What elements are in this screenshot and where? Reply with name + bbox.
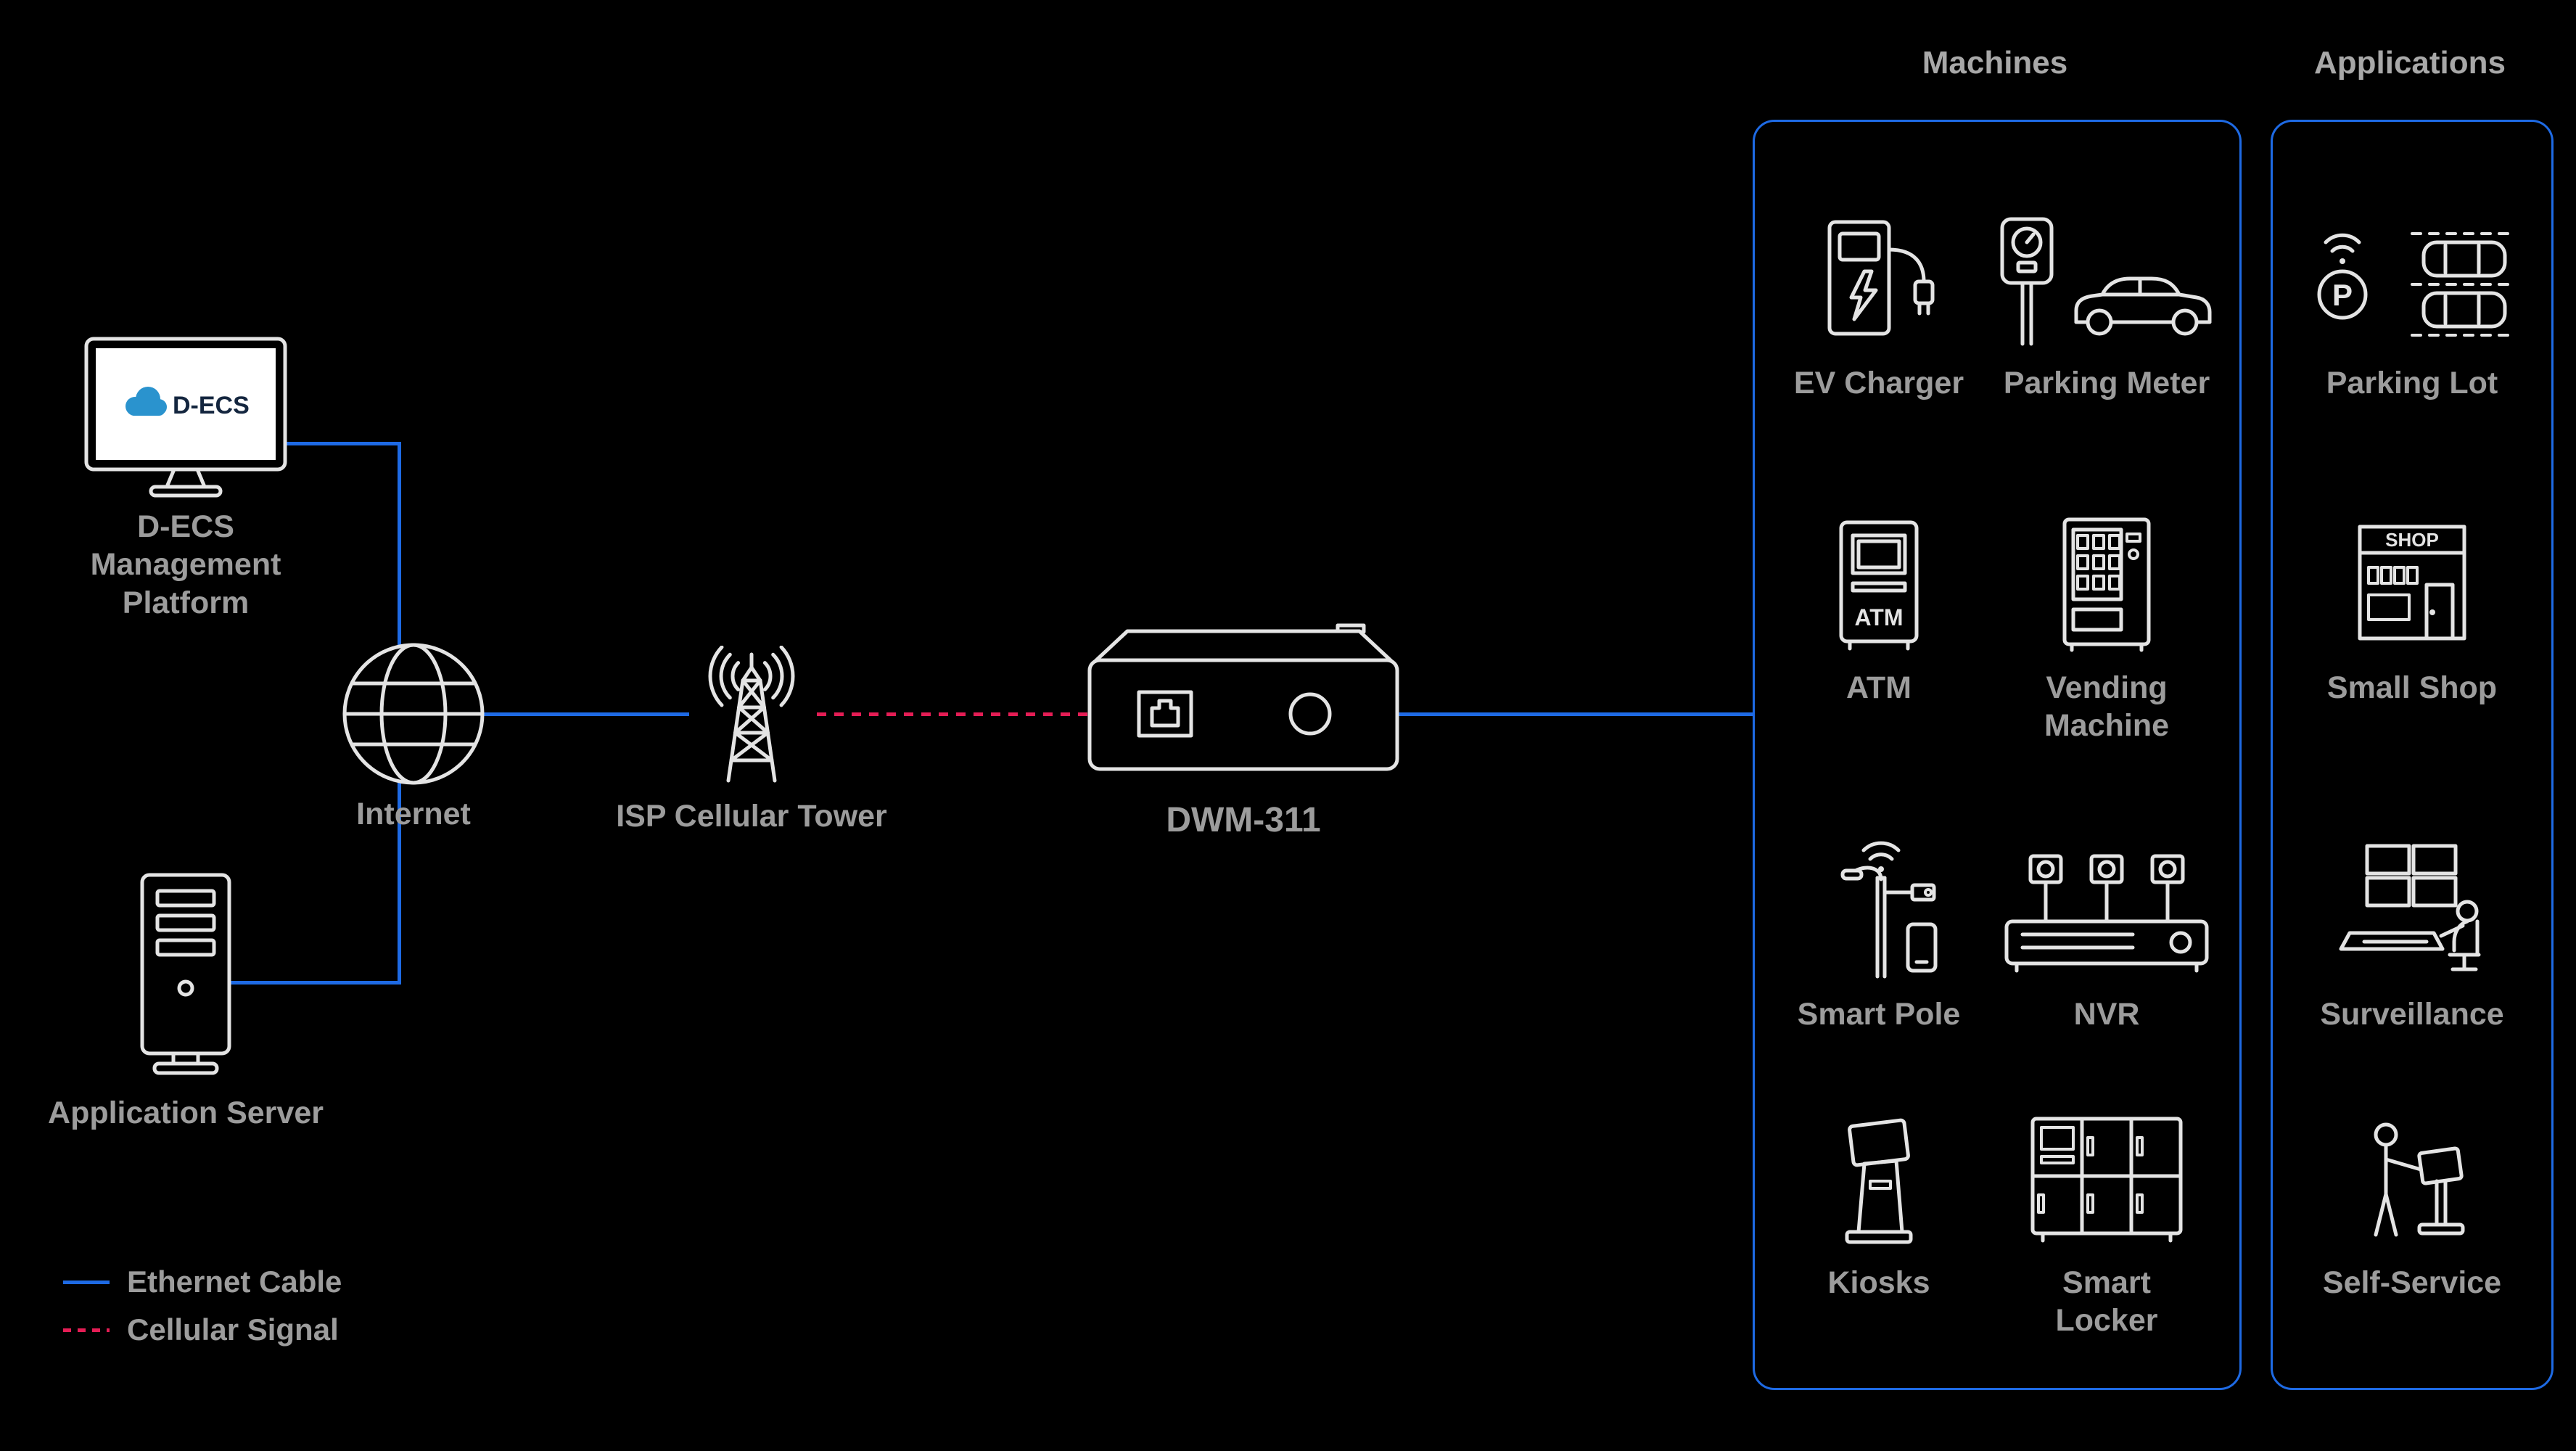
application-parking-lot: P Parking Lot <box>2281 198 2543 402</box>
machine-label: Smart Locker <box>2055 1265 2158 1339</box>
ethernet-line-monitor <box>285 442 401 445</box>
parking-lot-icon: P <box>2317 232 2518 337</box>
machine-atm: ATM ATM <box>1766 503 1991 707</box>
applications-group-title: Applications <box>2313 45 2506 81</box>
ethernet-line-dwm-machines <box>1397 712 1754 716</box>
small-shop-iconbox: SHOP <box>2340 503 2485 659</box>
nvr-iconbox <box>1991 829 2223 985</box>
application-surveillance: Surveillance <box>2281 829 2543 1033</box>
application-server-label: Application Server <box>48 1096 324 1130</box>
shop-sign-text: SHOP <box>2385 529 2439 551</box>
legend: Ethernet Cable Cellular Signal <box>63 1267 342 1362</box>
smart-locker-icon <box>2030 1117 2183 1243</box>
application-label: Surveillance <box>2320 997 2504 1032</box>
machine-label: ATM <box>1846 670 1912 705</box>
application-label: Parking Lot <box>2326 366 2498 400</box>
cellular-line-sample <box>63 1328 110 1332</box>
machines-group: EV Charger <box>1753 120 2242 1390</box>
dwm-311-node <box>1084 622 1403 778</box>
machine-label: NVR <box>2073 997 2140 1032</box>
machine-vending: Vending Machine <box>1987 503 2226 745</box>
machine-kiosks: Kiosks <box>1766 1098 1991 1302</box>
ethernet-line-sample <box>63 1280 110 1284</box>
decs-cloud-logo <box>125 387 167 416</box>
legend-ethernet-label: Ethernet Cable <box>127 1265 342 1299</box>
kiosk-icon <box>1845 1118 1913 1244</box>
internet-label: Internet <box>356 797 471 831</box>
ev-charger-iconbox <box>1806 198 1951 354</box>
application-label: Small Shop <box>2326 670 2498 705</box>
surveillance-icon <box>2339 844 2481 971</box>
machine-smart-locker: Smart Locker <box>1987 1098 2226 1340</box>
machine-nvr: NVR <box>1987 829 2226 1033</box>
machines-group-title: Machines <box>1922 45 2068 81</box>
decs-logo-text: D-ECS <box>173 392 250 419</box>
machine-ev-charger: EV Charger <box>1766 198 1991 402</box>
ethernet-line-server <box>229 981 401 985</box>
machine-parking-meter: Parking Meter <box>1987 198 2226 402</box>
ev-charger-icon <box>1827 220 1935 336</box>
application-label: Self-Service <box>2322 1265 2502 1300</box>
applications-group: P Parking Lot SHOP <box>2271 120 2554 1390</box>
machine-label: Parking Meter <box>2003 366 2210 400</box>
dwm-311-label: DWM-311 <box>1166 801 1321 839</box>
globe-icon <box>342 643 485 785</box>
parking-p-icon-text: P <box>2332 278 2353 312</box>
ethernet-line-internet-tower <box>482 712 689 716</box>
nvr-icon <box>2004 854 2209 973</box>
isp-tower-label: ISP Cellular Tower <box>616 799 887 834</box>
vending-iconbox <box>2034 503 2179 659</box>
cellular-signal-line <box>817 712 1090 716</box>
machine-label: Vending Machine <box>2044 670 2170 744</box>
atm-icon-text: ATM <box>1855 604 1904 630</box>
machine-label: EV Charger <box>1793 366 1964 400</box>
internet-node <box>341 641 486 790</box>
isp-tower-node <box>657 645 846 794</box>
atm-icon: ATM <box>1839 520 1919 651</box>
management-platform-label: D-ECS Management Platform <box>90 509 281 620</box>
self-service-iconbox <box>2340 1098 2485 1254</box>
machine-label: Kiosks <box>1827 1265 1930 1300</box>
application-small-shop: SHOP Small Shop <box>2281 503 2543 707</box>
surveillance-iconbox <box>2325 829 2499 985</box>
machine-smart-pole: Smart Pole <box>1766 829 1991 1033</box>
legend-cellular: Cellular Signal <box>63 1315 342 1345</box>
cellular-router-icon <box>1087 623 1399 771</box>
locker-iconbox <box>2027 1098 2186 1254</box>
application-server-node <box>139 872 233 1086</box>
legend-ethernet: Ethernet Cable <box>63 1267 342 1297</box>
management-platform-node: D-ECS <box>84 337 287 509</box>
smart-pole-icon <box>1840 841 1938 979</box>
parking-meter-icon <box>2000 217 2212 346</box>
legend-cellular-label: Cellular Signal <box>127 1312 339 1347</box>
cell-tower-icon <box>708 645 795 783</box>
vending-machine-icon <box>2062 517 2151 652</box>
server-icon <box>140 873 231 1075</box>
kiosk-iconbox <box>1806 1098 1951 1254</box>
smart-pole-iconbox <box>1806 829 1951 985</box>
atm-iconbox: ATM <box>1806 503 1951 659</box>
self-service-icon <box>2374 1122 2465 1237</box>
small-shop-icon: SHOP <box>2358 525 2466 641</box>
parking-lot-iconbox: P <box>2296 198 2528 354</box>
application-self-service: Self-Service <box>2281 1098 2543 1302</box>
monitor-icon: D-ECS <box>84 337 287 498</box>
parking-meter-iconbox <box>1991 198 2223 354</box>
machine-label: Smart Pole <box>1797 997 1961 1032</box>
